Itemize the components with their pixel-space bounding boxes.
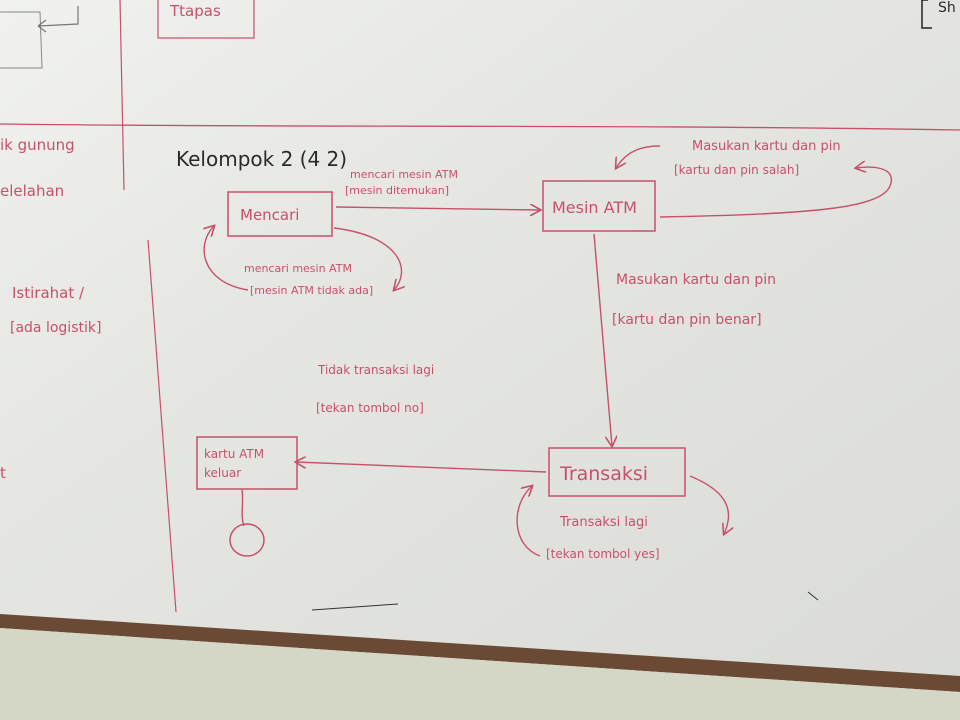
wall-bottom bbox=[0, 628, 960, 720]
divider-vertical-mid bbox=[147, 239, 177, 613]
top-box bbox=[157, 0, 255, 39]
top-bracket bbox=[921, 0, 932, 29]
transition-transaksi-self-guard: [tekan tombol yes] bbox=[546, 547, 660, 561]
transition-transaksi-self-in bbox=[516, 486, 541, 557]
left-note-4: [ada logistik] bbox=[10, 320, 101, 336]
transition-mencari-to-atm-guard: [mesin ditemukan] bbox=[345, 184, 449, 197]
transition-mencari-to-atm bbox=[335, 207, 540, 210]
stray-mark bbox=[311, 603, 399, 611]
transition-atm-self-in bbox=[616, 145, 661, 168]
state-mesin-atm bbox=[542, 180, 656, 232]
state-mencari-label: Mencari bbox=[240, 206, 299, 224]
left-note-2: elelahan bbox=[0, 182, 64, 200]
transition-mencari-self-out bbox=[333, 227, 402, 290]
state-mencari bbox=[227, 191, 333, 237]
transition-mencari-self-in bbox=[204, 226, 249, 291]
transition-atm-self-event: Masukan kartu dan pin bbox=[692, 139, 841, 154]
whiteboard-surface bbox=[0, 0, 960, 690]
state-kartu-keluar-line2: keluar bbox=[204, 466, 241, 480]
old-box bbox=[0, 11, 43, 69]
whiteboard-frame bbox=[0, 614, 960, 692]
transition-transaksi-self-out bbox=[689, 475, 729, 534]
top-box-text: Ttapas bbox=[169, 2, 221, 20]
state-mesin-atm-label: Mesin ATM bbox=[552, 198, 637, 217]
divider-horizontal bbox=[0, 123, 960, 131]
old-arrow-icon bbox=[37, 6, 79, 33]
left-note-3: Istirahat / bbox=[12, 284, 85, 302]
transition-atm-to-transaksi bbox=[593, 233, 612, 446]
group-title: Kelompok 2 (4 2) bbox=[176, 147, 347, 171]
transition-atm-self-guard: [kartu dan pin salah] bbox=[674, 163, 799, 177]
divider-vertical-left bbox=[119, 0, 125, 191]
left-note-5: t bbox=[0, 464, 6, 482]
top-bracket-text: Sh bbox=[938, 0, 956, 16]
transition-transaksi-to-keluar-event: Tidak transaksi lagi bbox=[317, 363, 434, 377]
final-state-connector bbox=[241, 489, 245, 527]
final-state bbox=[229, 523, 265, 557]
state-kartu-keluar-line1: kartu ATM bbox=[204, 447, 264, 461]
transition-transaksi-self-event: Transaksi lagi bbox=[559, 515, 648, 530]
left-note-1: ik gunung bbox=[0, 136, 75, 154]
transition-atm-self-out bbox=[659, 167, 893, 218]
transition-mencari-self-event: mencari mesin ATM bbox=[244, 262, 352, 275]
transition-mencari-self-guard: [mesin ATM tidak ada] bbox=[250, 284, 373, 297]
transition-transaksi-to-keluar bbox=[296, 462, 547, 473]
transition-mencari-to-atm-event: mencari mesin ATM bbox=[350, 168, 458, 181]
transition-atm-to-transaksi-event: Masukan kartu dan pin bbox=[616, 272, 776, 288]
stray-mark-2 bbox=[807, 591, 819, 601]
state-transaksi-label: Transaksi bbox=[559, 463, 648, 485]
transition-transaksi-to-keluar-guard: [tekan tombol no] bbox=[316, 401, 424, 415]
transition-atm-to-transaksi-guard: [kartu dan pin benar] bbox=[612, 312, 762, 328]
